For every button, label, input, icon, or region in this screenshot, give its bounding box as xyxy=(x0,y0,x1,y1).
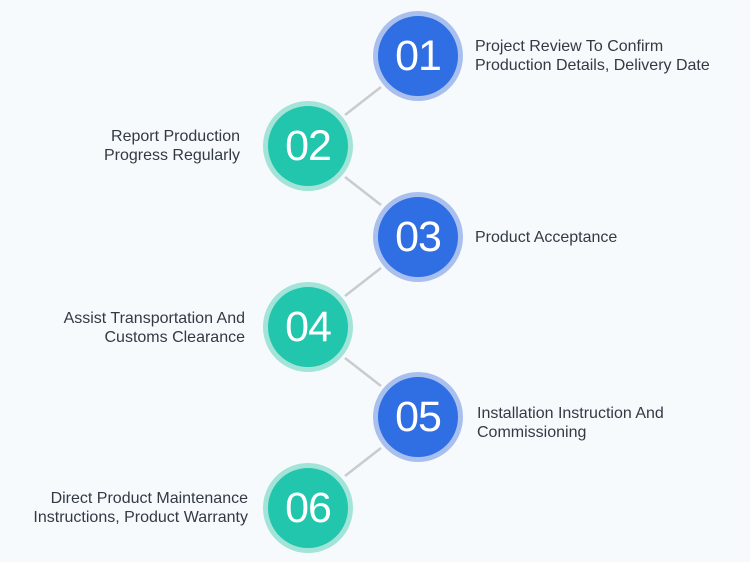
step-06-label-line-1: Direct Product Maintenance xyxy=(50,490,248,507)
step-03-number: 03 xyxy=(395,212,442,261)
step-01-label-line-1: Project Review To Confirm xyxy=(475,38,664,55)
step-01-number: 01 xyxy=(395,31,442,80)
step-05-circle: 05 xyxy=(373,372,463,462)
step-01-label-line-2: Production Details, Delivery Date xyxy=(475,57,710,74)
step-04-label-line-2: Customs Clearance xyxy=(104,329,246,346)
step-06-label-line-2: Instructions, Product Warranty xyxy=(33,509,248,526)
step-02-circle: 02 xyxy=(263,101,353,191)
step-03-label: Product Acceptance xyxy=(475,228,617,247)
connector-03-04 xyxy=(344,267,382,297)
step-02-label: Report Production Progress Regularly xyxy=(104,127,240,165)
step-02-label-line-1: Report Production xyxy=(111,128,240,145)
connector-01-02 xyxy=(344,86,382,116)
step-04-label: Assist Transportation And Customs Cleara… xyxy=(64,309,245,347)
connector-04-05 xyxy=(344,357,382,387)
connector-05-06 xyxy=(344,447,382,477)
step-04-number: 04 xyxy=(285,302,332,351)
step-03-circle: 03 xyxy=(373,192,463,282)
step-02-number: 02 xyxy=(285,121,332,170)
step-03-label-line-1: Product Acceptance xyxy=(475,229,618,246)
step-06-circle: 06 xyxy=(263,463,353,553)
step-05-label-line-2: Commissioning xyxy=(477,424,587,441)
connector-02-03 xyxy=(344,176,382,206)
step-02-label-line-2: Progress Regularly xyxy=(103,147,240,164)
step-05-label-line-1: Installation Instruction And xyxy=(477,405,664,422)
step-04-label-line-1: Assist Transportation And xyxy=(63,310,245,327)
step-05-label: Installation Instruction And Commissioni… xyxy=(477,404,664,442)
step-05-number: 05 xyxy=(395,392,442,441)
step-01-circle: 01 xyxy=(373,11,463,101)
step-06-label: Direct Product Maintenance Instructions,… xyxy=(33,489,248,527)
step-01-label: Project Review To Confirm Production Det… xyxy=(475,37,710,75)
step-04-circle: 04 xyxy=(263,282,353,372)
step-06-number: 06 xyxy=(285,483,332,532)
